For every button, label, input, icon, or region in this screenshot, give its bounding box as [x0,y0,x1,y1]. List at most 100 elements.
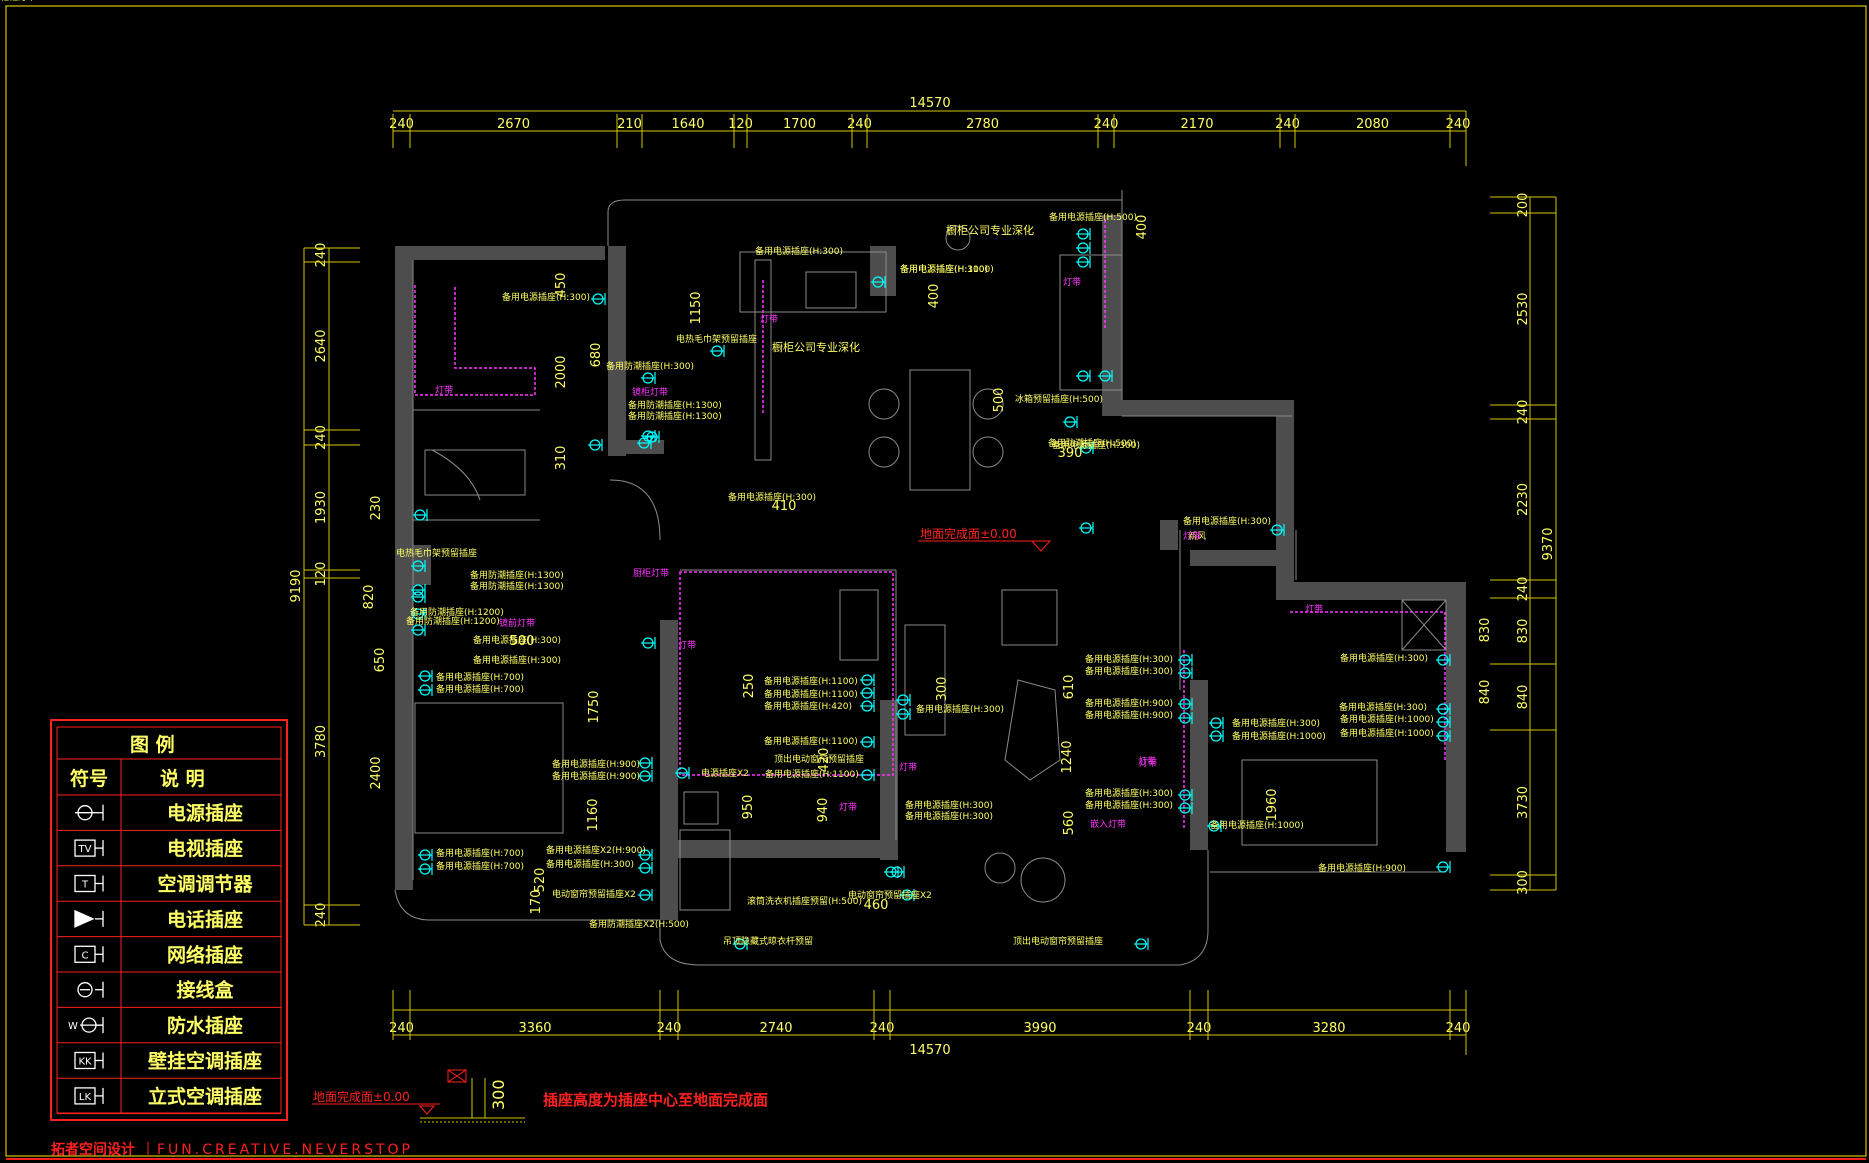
dim-right-0: 200 [1516,193,1531,218]
walls [395,215,1466,920]
legend-symbol-C-icon: C [74,945,104,963]
dim-left-0: 240 [314,243,329,268]
outlet-note: 吊顶隐藏式晾衣杆预留 [723,935,813,947]
legend-label: 网络插座 [167,943,243,966]
dim-bottom-4: 240 [870,1021,895,1036]
led-strip-note: 灯带 [1139,758,1157,769]
power-outlet-icon [1076,256,1091,268]
power-outlet-icon [896,694,911,706]
dim-top-11: 2080 [1356,117,1389,132]
power-outlet-icon [638,862,653,874]
power-outlet-icon [860,687,875,699]
power-outlet-icon [411,624,426,636]
inner-dim-0: 450 [554,273,569,298]
power-outlet-icon [1098,370,1113,382]
power-outlet-icon [1436,654,1451,666]
power-outlet-icon [860,769,875,781]
power-outlet-icon [1209,730,1224,742]
outlet-note: 备用电源插座(H:500) [1049,211,1137,223]
power-outlet-icon [896,708,911,720]
outlet-note: 备用电源插座X2(H:900) [546,844,646,856]
floor-level-label: 地面完成面±0.00 [920,526,1017,541]
inner-dim-29: 840 [1478,680,1493,705]
outlet-note: 电热毛巾架预留插座 [396,547,477,559]
dim-top-2: 210 [617,117,642,132]
inner-dim-24: 610 [1062,675,1077,700]
outlet-note: 备用电源插座(H:300) [1340,652,1428,664]
dim-right-8: 300 [1516,870,1531,895]
dim-bottom-1: 3360 [518,1021,551,1036]
outlet-note: 备用电源插座(H:300) [1183,515,1271,527]
outlet-note: 备用电源插座(H:300) [473,634,561,646]
led-strip-note: 厨柜灯带 [633,567,669,579]
power-outlet-icon [1178,667,1193,679]
dim-top-7: 2780 [966,117,999,132]
outlet-note: 顶出电动窗帘预留插座 [1013,935,1103,947]
dim-right-total: 9370 [1541,527,1556,560]
power-outlet-icon [710,345,725,357]
inner-dim-12: 520 [533,868,548,893]
inner-dim-19: 250 [742,674,757,699]
power-outlet-icon [1436,730,1451,742]
dim-top-5: 1700 [783,117,816,132]
power-outlet-icon [733,938,748,950]
dim-bottom-0: 240 [389,1021,414,1036]
inner-dim-18: 410 [772,499,797,514]
svg-text:TV: TV [78,844,92,855]
outlet-note: 备用电源插座(H:300) [1085,653,1173,665]
inner-dim-28: 830 [1478,618,1493,643]
inner-dim-15: 400 [927,284,942,309]
outlet-note: 备用电源插座(H:300) [502,291,590,303]
outlet-note: 新风 [1188,530,1206,542]
led-strip-note: 灯带 [1138,756,1156,767]
inner-dim-9: 2400 [369,756,384,789]
dim-right-7: 3730 [1516,786,1531,819]
power-outlet-icon [1178,712,1193,724]
legend-label: 电视插座 [167,837,243,860]
inner-dim-11: 1160 [586,798,601,831]
outlet-note: 滚筒洗衣机插座预留(H:500) [747,895,862,907]
legend-label: 电话插座 [167,908,243,931]
dim-top-3: 1640 [671,117,704,132]
power-outlet-icon [1076,370,1091,382]
outlet-note: 备用防潮插座(H:1200) [410,606,504,618]
outlet-note: 备用电源插座(H:300) [905,810,993,822]
footnote-level-label: 地面完成面±0.00 [313,1089,410,1104]
power-outlet-icon [641,372,656,384]
outlet-note: 备用防潮插座(H:1300) [470,569,564,581]
power-outlet-icon [1207,820,1222,832]
legend-symbol-LK-icon: LK [74,1087,104,1105]
outlet-note: 备用防潮插座X2(H:500) [589,918,689,930]
dim-left-3: 1930 [314,491,329,524]
dim-left-1: 2640 [314,329,329,362]
led-strip-note: 灯带 [1063,277,1081,288]
legend-symbol-W-icon: W [68,1017,104,1034]
power-outlet-icon [1063,416,1078,428]
dim-bottom-5: 3990 [1023,1021,1056,1036]
power-outlet-icon [638,757,653,769]
outlet-note: 备用电源插座(H:900) [552,758,640,770]
legend-symbol-ring-icon [75,804,104,821]
power-outlet-icon [900,889,915,901]
dim-top-6: 240 [847,117,872,132]
power-outlet-icon [860,736,875,748]
outlet-note: 备用电源插座(H:1100) [765,768,859,780]
outlet-note: 备用电源插座(H:300) [728,491,816,503]
power-outlet-icon [1178,802,1193,814]
dim-left-4: 120 [314,562,329,587]
dim-bottom-2: 240 [657,1021,682,1036]
inner-dim-13: 170 [529,890,544,915]
outlet-note: 备用电源插座(H:300) [473,654,561,666]
inner-dim-26: 560 [1062,811,1077,836]
inner-dim-1: 1150 [689,291,704,324]
footnote-text: 插座高度为插座中心至地面完成面 [543,1091,768,1109]
power-outlet-icon [1076,228,1091,240]
power-outlet-icon [884,866,899,878]
outlet-note: 备用防潮插座(H:1300) [628,399,722,411]
outlet-note: 电动窗帘预留插座X2 [848,889,932,901]
inner-dim-5: 230 [369,496,384,521]
led-strip-note: 镜前灯带 [499,617,535,629]
outlet-note: 备用防潮插座(H:1300) [628,410,722,422]
inner-dim-17: 390 [1058,446,1083,461]
